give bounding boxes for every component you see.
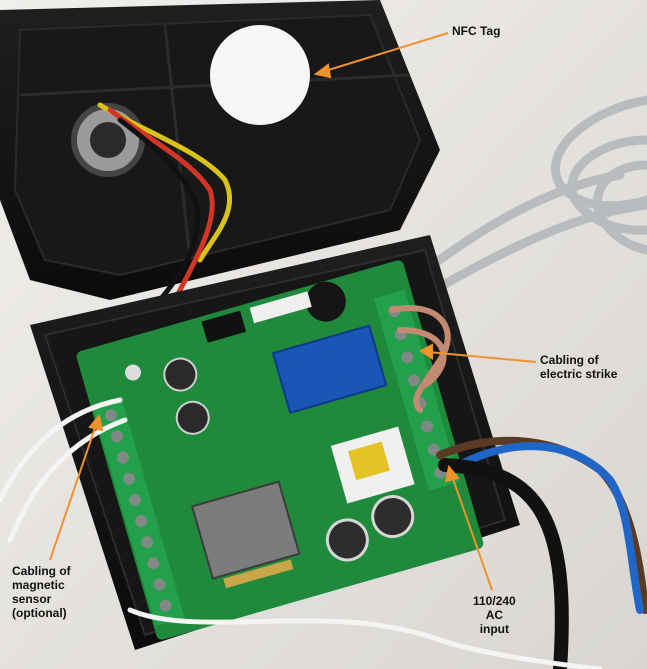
sensor-wires xyxy=(0,397,603,669)
strike-arrow xyxy=(427,351,537,363)
left-terminal-block xyxy=(92,396,185,627)
ac-input-label: 110/240 AC input xyxy=(473,594,516,636)
nfc-arrowhead xyxy=(313,63,332,79)
strike-wires xyxy=(389,305,451,413)
capacitor xyxy=(325,518,369,562)
magnetic-arrow xyxy=(49,424,97,561)
mains-wires xyxy=(436,436,647,669)
electric-strike-label: Cabling of electric strike xyxy=(540,353,618,381)
nfc-tag-label: NFC Tag xyxy=(452,24,501,38)
nfc-arrow xyxy=(321,32,449,73)
pin-header xyxy=(201,310,247,343)
relay xyxy=(271,324,388,415)
annotation-arrows xyxy=(49,32,537,591)
capacitor xyxy=(163,357,198,392)
capacitor xyxy=(371,495,415,539)
wifi-module xyxy=(190,480,301,580)
ac-arrow xyxy=(451,475,493,591)
pcb xyxy=(76,260,484,640)
status-led xyxy=(124,364,141,381)
capacitor xyxy=(175,400,210,435)
magnetic-sensor-label: Cabling of magnetic sensor (optional) xyxy=(12,564,71,620)
buzzer xyxy=(305,281,346,322)
nfc-tag xyxy=(210,25,310,125)
right-terminal-block xyxy=(373,289,460,491)
